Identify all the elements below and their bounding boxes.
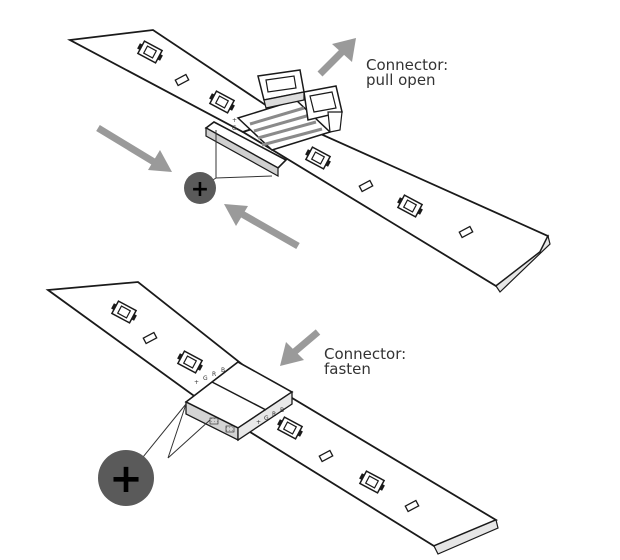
plus-icon: +: [109, 456, 143, 502]
led-chip: [358, 470, 386, 494]
callout-fasten: Connector: fasten: [324, 347, 406, 377]
pad-mark: G: [264, 415, 269, 422]
pad-mark: G: [203, 375, 208, 382]
arrow-down-icon: [280, 329, 321, 366]
led-chip: [110, 300, 138, 324]
connector-closed: + G R B + G R B: [184, 361, 294, 442]
led-chip: [136, 40, 164, 64]
callout-pull-open: Connector: pull open: [366, 58, 448, 88]
callout-title: Connector:: [324, 345, 407, 363]
resistor: [142, 331, 158, 345]
led-chip: [396, 194, 424, 218]
arrow-up-icon: [317, 38, 356, 77]
pad-mark: R: [212, 371, 216, 378]
connector-base-open: + G R B: [204, 69, 343, 178]
pad-mark: +: [232, 117, 237, 124]
pad-mark: G: [232, 125, 237, 132]
pad-mark: B: [280, 407, 284, 414]
pad-mark: +: [194, 379, 199, 386]
callout-subtitle: pull open: [366, 71, 436, 89]
resistor: [404, 499, 420, 513]
led-chip: [176, 350, 204, 374]
pad-mark: B: [221, 367, 225, 374]
arrow-icon: [96, 125, 172, 172]
led-chip: [276, 416, 304, 440]
resistor: [174, 73, 190, 87]
arrow-icon: [224, 204, 300, 250]
bottom-strip-assembly: + G R B + G R B +: [45, 281, 499, 555]
pad-mark: R: [272, 411, 276, 418]
callout-title: Connector:: [366, 56, 449, 74]
resistor: [458, 225, 474, 239]
callout-subtitle: fasten: [324, 360, 371, 378]
polarity-badge-top: +: [184, 172, 216, 204]
led-chip: [304, 146, 332, 170]
pad-mark: +: [256, 419, 261, 426]
plus-icon: +: [191, 177, 209, 202]
resistor: [358, 179, 374, 193]
resistor: [318, 449, 334, 463]
led-chip: [208, 90, 236, 114]
top-strip-assembly: + G R B +: [67, 29, 551, 293]
polarity-badge-bottom: +: [98, 450, 154, 506]
